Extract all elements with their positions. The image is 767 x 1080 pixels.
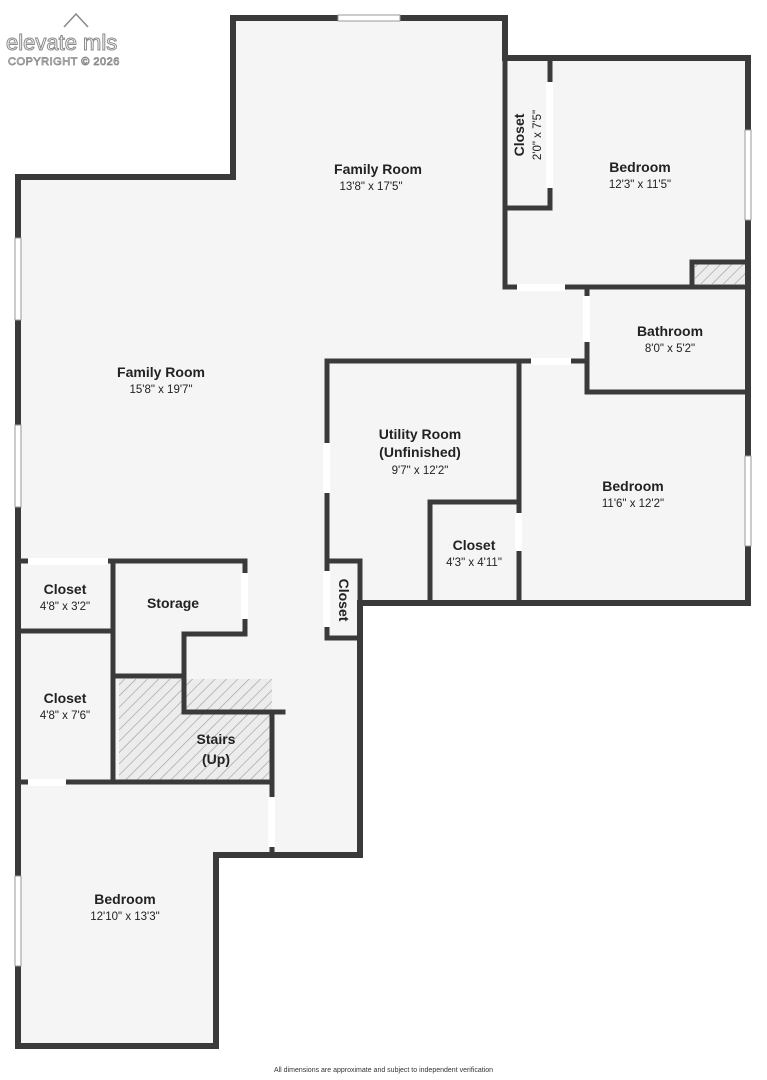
bedroom-ne-name: Bedroom	[609, 159, 670, 175]
closet-small-dims: 4'8" x 3'2"	[40, 601, 90, 613]
stairs-hatch	[119, 679, 272, 780]
door-opening	[583, 296, 590, 342]
stairs-name: Stairs	[197, 731, 236, 747]
family-room-main-dims: 15'8" x 19'7"	[129, 384, 192, 396]
window	[14, 424, 22, 508]
door-opening	[515, 513, 522, 551]
stairs-note: (Up)	[202, 751, 230, 767]
door-openings	[28, 82, 590, 847]
closet-vertical-name: Closet	[336, 579, 352, 622]
logo-copyright: COPYRIGHT © 2026	[8, 56, 120, 68]
logo-brand: elevate mls	[6, 30, 117, 55]
bedroom-ne-dims: 12'3" x 11'5"	[609, 179, 671, 191]
utility-room-note: (Unfinished)	[379, 444, 461, 460]
bathroom-fixture-hatch	[695, 264, 746, 284]
roof-icon	[63, 12, 89, 28]
bedroom-east-name: Bedroom	[602, 478, 663, 494]
door-opening	[28, 779, 66, 786]
floor-fill	[18, 18, 748, 1046]
door-opening	[268, 797, 275, 847]
family-room-main-name: Family Room	[117, 364, 205, 380]
bedroom-east-dims: 11'6" x 12'2"	[602, 498, 664, 510]
closet-ne-dims: 2'0" x 7'5"	[532, 110, 544, 160]
bedroom-sw-name: Bedroom	[94, 891, 155, 907]
closet-utility-name: Closet	[453, 537, 496, 553]
closet-west-name: Closet	[44, 690, 87, 706]
window	[744, 455, 752, 547]
bathroom-dims: 8'0" x 5'2"	[645, 343, 695, 355]
closet-utility-dims: 4'3" x 4'11"	[446, 557, 502, 569]
door-opening	[241, 573, 248, 619]
window	[14, 237, 22, 321]
storage-name: Storage	[147, 595, 199, 611]
family-room-upper-dims: 13'8" x 17'5"	[339, 181, 402, 193]
door-opening	[323, 443, 330, 493]
elevate-mls-logo: elevate mls COPYRIGHT © 2026	[6, 12, 120, 68]
dimensions-disclaimer: All dimensions are approximate and subje…	[273, 1067, 494, 1074]
closet-west-dims: 4'8" x 7'6"	[40, 710, 90, 722]
utility-room-dims: 9'7" x 12'2"	[392, 465, 449, 477]
utility-room-name: Utility Room	[379, 426, 461, 442]
bathroom-name: Bathroom	[637, 323, 703, 339]
door-opening	[546, 82, 553, 188]
window	[14, 875, 22, 967]
family-room-upper-name: Family Room	[334, 161, 422, 177]
closet-small-name: Closet	[44, 581, 87, 597]
window	[744, 129, 752, 221]
door-opening	[531, 358, 571, 365]
bedroom-sw-dims: 12'10" x 13'3"	[90, 911, 159, 923]
windows	[14, 14, 752, 967]
closet-ne-name: Closet	[511, 113, 527, 156]
room-labels: Family Room 13'8" x 17'5" Family Room 15…	[40, 110, 703, 923]
door-opening	[517, 284, 565, 291]
door-opening	[28, 558, 108, 565]
door-opening	[323, 571, 330, 627]
window	[337, 14, 401, 22]
